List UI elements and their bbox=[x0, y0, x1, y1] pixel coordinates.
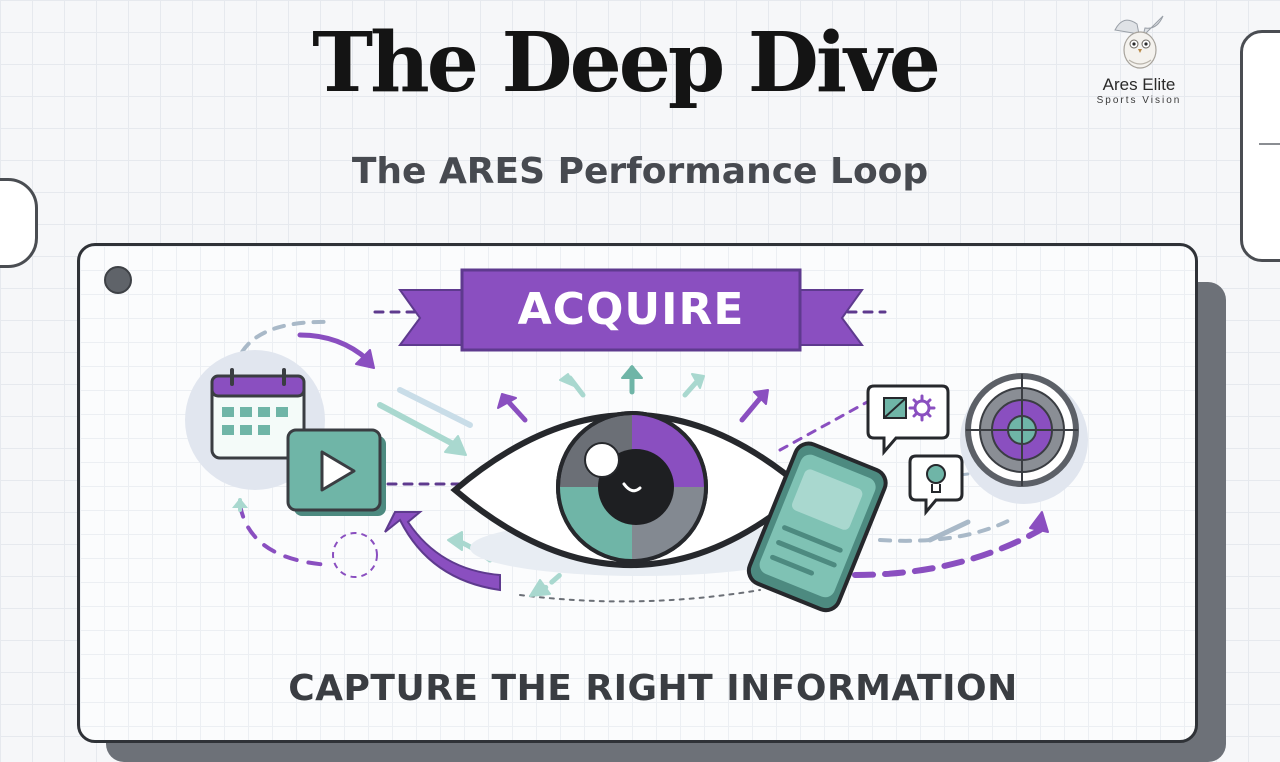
banner-label: ACQUIRE bbox=[517, 284, 745, 335]
page-subtitle: The ARES Performance Loop bbox=[351, 151, 929, 192]
video-play-icon bbox=[286, 428, 386, 516]
brand-logo: Ares Elite Sports Vision bbox=[1084, 8, 1194, 106]
target-icon bbox=[927, 373, 1088, 543]
brand-tagline: Sports Vision bbox=[1096, 95, 1182, 106]
page-title: The Deep Dive bbox=[312, 15, 941, 111]
brand-name: Ares Elite bbox=[1102, 75, 1176, 94]
phone-icon bbox=[746, 441, 888, 613]
slide-caption: CAPTURE THE RIGHT INFORMATION bbox=[288, 668, 1018, 709]
gear-icon bbox=[908, 394, 936, 422]
arrow-up-center bbox=[621, 365, 643, 395]
side-card-right bbox=[1240, 30, 1280, 262]
acquire-illustration bbox=[185, 268, 1088, 613]
banner-ribbon bbox=[398, 268, 864, 352]
lightbulb-icon bbox=[908, 454, 964, 517]
chat-image-icon bbox=[866, 384, 950, 457]
side-card-left bbox=[0, 178, 38, 268]
owl-icon bbox=[1114, 15, 1164, 69]
eye-icon bbox=[450, 411, 810, 576]
panel-dot bbox=[104, 266, 132, 294]
